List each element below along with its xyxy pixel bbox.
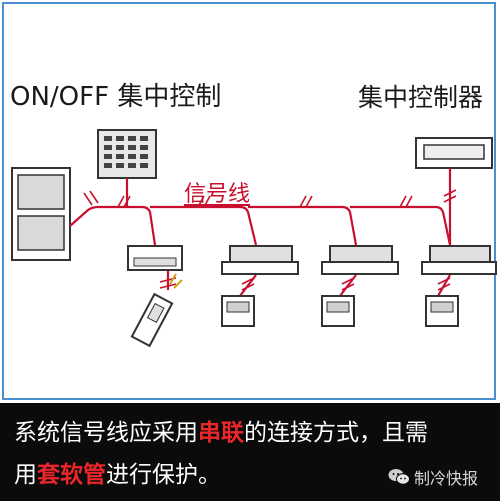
remote-control bbox=[130, 273, 183, 348]
wired-controller-2 bbox=[221, 295, 255, 327]
wechat-icon bbox=[388, 469, 410, 485]
break-marks bbox=[83, 189, 457, 291]
onoff-control-label: ON/OFF 集中控制 bbox=[10, 82, 222, 112]
indoor-unit-4 bbox=[421, 245, 497, 275]
signal-line-label: 信号线 bbox=[184, 182, 251, 207]
central-controller-label: 集中控制器 bbox=[358, 83, 484, 112]
caption-line-1: 系统信号线应采用串联的连接方式，且需 bbox=[14, 413, 428, 447]
caption-line-2: 用套软管进行保护。 bbox=[14, 455, 221, 489]
central-controller bbox=[415, 137, 493, 169]
wired-controller-4 bbox=[425, 295, 459, 327]
indoor-unit-3 bbox=[321, 245, 399, 275]
caption-text: 系统信号线应采用 bbox=[14, 420, 198, 446]
indoor-unit-2 bbox=[221, 245, 299, 275]
caption-highlight-series: 串联 bbox=[198, 420, 244, 446]
caption-highlight-sleeve: 套软管 bbox=[37, 462, 106, 488]
wiring-diagram bbox=[11, 129, 497, 348]
wired-controller-3 bbox=[321, 295, 355, 327]
signal-lines bbox=[69, 168, 452, 297]
outdoor-unit bbox=[11, 167, 71, 261]
caption-text: 的连接方式，且需 bbox=[244, 420, 428, 446]
indoor-unit-1 bbox=[127, 245, 183, 271]
watermark: 制冷快报 bbox=[388, 464, 478, 490]
caption-bar: 系统信号线应采用串联的连接方式，且需 用套软管进行保护。 bbox=[0, 403, 500, 501]
caption-text: 用 bbox=[14, 462, 37, 488]
watermark-text: 制冷快报 bbox=[414, 469, 479, 488]
onoff-control-panel bbox=[97, 129, 157, 179]
diagram-panel bbox=[2, 2, 496, 400]
caption-text: 进行保护。 bbox=[106, 462, 221, 488]
